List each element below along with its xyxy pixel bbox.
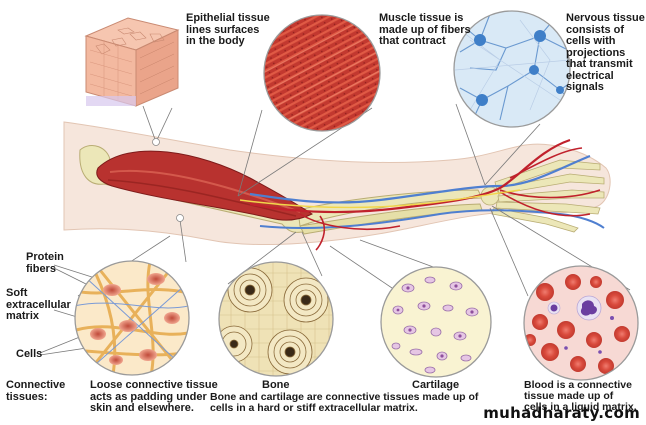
label-protein-fibers: Protein fibers: [26, 251, 64, 275]
vein: [249, 154, 591, 204]
epithelial-tissue-block: [84, 17, 180, 107]
label-blood: Blood is a connective tissue made up of …: [524, 379, 637, 413]
label-bone: Bone: [262, 379, 290, 391]
label-loose-connective: Loose connective tissue acts as padding …: [90, 379, 218, 414]
label-cells: Cells: [16, 348, 43, 360]
muscle-tissue-circle: [263, 14, 381, 132]
arm-skin: [63, 121, 611, 245]
label-soft-matrix: Soft extracellular matrix: [6, 287, 71, 322]
label-connective-tissues: Connective tissues:: [6, 379, 66, 403]
loose-connective-circle: [74, 260, 190, 376]
label-epithelial: Epithelial tissue lines surfaces in the …: [186, 12, 270, 47]
label-bone-cartilage-caption: Bone and cartilage are connective tissue…: [210, 391, 479, 414]
arm-illustration: [63, 121, 611, 251]
marker-loose: [176, 214, 184, 222]
nervous-tissue-circle: [453, 10, 571, 128]
watermark: muhadharaty.com: [483, 404, 640, 422]
blood-tissue-circle: [523, 265, 639, 381]
marker-epithelial: [152, 138, 160, 146]
hand-bones: [480, 159, 605, 233]
label-nervous: Nervous tissue consists of cells with pr…: [566, 12, 645, 93]
nerve: [239, 189, 521, 209]
bone-tissue-circle: [218, 261, 334, 377]
cartilage-tissue-circle: [380, 266, 492, 378]
artery: [249, 138, 571, 214]
label-muscle: Muscle tissue is made up of fibers that …: [379, 12, 471, 47]
label-cartilage: Cartilage: [412, 379, 460, 391]
